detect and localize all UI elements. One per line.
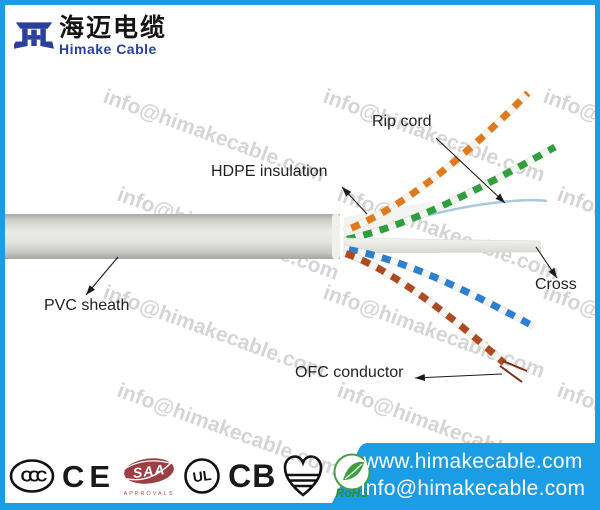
rip-cord-label: Rip cord bbox=[372, 113, 432, 130]
stripped-conductor-tip bbox=[502, 360, 528, 372]
cable-sheath-end bbox=[332, 214, 340, 259]
banner-email: info@himakecable.com bbox=[360, 477, 586, 500]
saa-cert-icon: SAA APPROVALS bbox=[122, 454, 176, 498]
heart-cert-icon bbox=[283, 454, 323, 498]
cross-label: Cross bbox=[535, 276, 577, 293]
contact-banner bbox=[331, 443, 600, 505]
certification-row: CCC CE SAA APPROVALS UL CB bbox=[9, 452, 374, 500]
ccc-cert-label: CCC bbox=[21, 469, 48, 486]
pvc-sheath-arrow bbox=[85, 256, 119, 296]
ul-cert-label: UL bbox=[192, 467, 213, 486]
ofc-conductor-label: OFC conductor bbox=[295, 364, 404, 381]
pvc-sheath-label: PVC sheath bbox=[44, 297, 130, 314]
banner-website: www.himakecable.com bbox=[363, 450, 583, 473]
logo-english-name: Himake Cable bbox=[59, 41, 157, 57]
twisted-pair-green bbox=[343, 143, 557, 244]
twisted-pair-orange bbox=[342, 90, 531, 235]
ul-cert-icon: UL bbox=[183, 456, 221, 496]
saa-cert-sublabel: APPROVALS bbox=[124, 491, 175, 497]
twisted-pair-blue bbox=[343, 245, 535, 330]
rohs-cert-icon: RoHS bbox=[330, 452, 374, 500]
cross-arrow bbox=[535, 246, 558, 279]
saa-cert-label: SAA bbox=[132, 461, 166, 481]
ccc-cert-icon: CCC bbox=[9, 458, 55, 494]
hdpe-insulation-arrow bbox=[341, 186, 368, 215]
ofc-conductor-arrow bbox=[414, 373, 503, 382]
hdpe-insulation-label: HDPE insulation bbox=[211, 163, 328, 180]
ce-cert-icon: CE bbox=[62, 458, 116, 494]
stripped-conductor-tip bbox=[499, 365, 523, 383]
cross-filler-wedge bbox=[344, 202, 433, 238]
rip-cord-arrow bbox=[435, 137, 506, 204]
rohs-cert-label: RoHS bbox=[336, 486, 369, 500]
callout-arrows bbox=[85, 137, 558, 382]
cable-sheath bbox=[0, 214, 340, 259]
cross-separator bbox=[343, 237, 542, 254]
twisted-pair-brown bbox=[342, 249, 528, 383]
cb-cert-icon: CB bbox=[228, 458, 277, 494]
himake-logo-icon bbox=[14, 22, 54, 49]
logo-chinese-name: 海迈电缆 bbox=[59, 14, 168, 42]
company-logo: 海迈电缆 Himake Cable bbox=[14, 15, 167, 57]
